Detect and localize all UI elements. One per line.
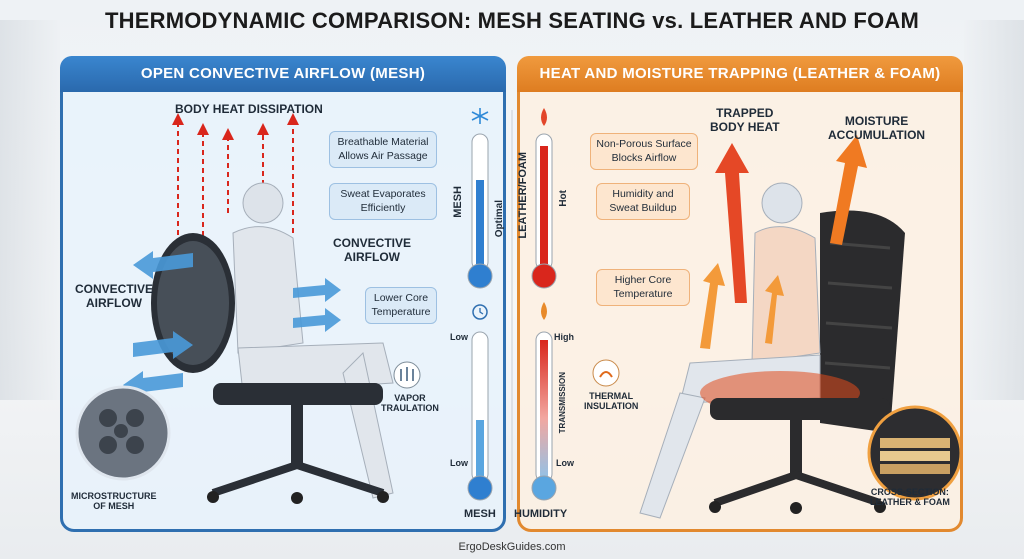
mesh-temp-label: MESH [452, 186, 464, 218]
leather-temp-label: LEATHER/FOAM [517, 152, 529, 239]
trapped-heat-label: TRAPPED BODY HEAT [710, 106, 780, 134]
mesh-panel: OPEN CONVECTIVE AIRFLOW (MESH) [60, 56, 506, 532]
mesh-panel-header: OPEN CONVECTIVE AIRFLOW (MESH) [60, 56, 506, 92]
background-window-right [964, 20, 1024, 400]
callout-higher-core: Higher Core Temperature [596, 269, 690, 307]
leather-humidity-low-label: Low [556, 458, 574, 468]
callout-breathable: Breathable Material Allows Air Passage [329, 131, 437, 169]
mesh-chair-seat [213, 383, 383, 405]
person-head [242, 182, 284, 224]
mesh-humidity-high-label: Low [450, 332, 468, 342]
callout-sweat-evaporates: Sweat Evaporates Efficiently [329, 183, 437, 221]
leather-chair-seat [710, 398, 890, 420]
leather-panel-header: HEAT AND MOISTURE TRAPPING (LEATHER & FO… [517, 56, 963, 92]
trapped-heat-arrows [700, 135, 867, 349]
gauge-graphics [467, 108, 557, 501]
mesh-thermo-fill [476, 180, 484, 270]
thermal-insulation-label: THERMAL INSULATION [584, 391, 639, 412]
leather-humidity-high-label: High [554, 332, 574, 342]
callout-humidity-buildup: Humidity and Sweat Buildup [596, 183, 690, 221]
body-heat-label: BODY HEAT DISSIPATION [175, 102, 323, 116]
background-window-left [0, 20, 60, 400]
mesh-humidity-low-label: Low [450, 458, 468, 468]
mesh-optimal-label: Optimal [494, 200, 505, 238]
leather-person-head [761, 182, 803, 224]
microstructure-label: MICROSTRUCTURE OF MESH [71, 491, 157, 512]
clock-icon [472, 304, 488, 320]
footer-site: ErgoDeskGuides.com [458, 541, 566, 553]
moisture-accumulation-label: MOISTURE ACCUMULATION [828, 114, 926, 142]
transmission-label: TRANSMISSION [558, 372, 567, 434]
page-title: THERMODYNAMIC COMPARISON: MESH SEATING v… [105, 8, 919, 33]
convective-airflow-label-right: CONVECTIVE AIRFLOW [333, 236, 412, 264]
leather-chair-back [820, 210, 905, 433]
flame-icon-2 [541, 302, 547, 320]
humidity-mesh-label: MESH [464, 508, 496, 520]
leather-hot-label: Hot [558, 190, 569, 207]
leather-illustration [592, 135, 960, 519]
mesh-illustration [75, 113, 421, 504]
snowflake-icon [471, 108, 489, 124]
callout-non-porous: Non-Porous Surface Blocks Airflow [590, 133, 698, 171]
humidity-label: HUMIDITY [514, 508, 568, 520]
leather-panel: HEAT AND MOISTURE TRAPPING (LEATHER & FO… [517, 56, 963, 532]
vapor-label: VAPOR TRAULATION [381, 393, 439, 414]
leather-thermo-fill [540, 146, 548, 270]
cross-section-label: CROSS-SECTION: LEATHER & FOAM [870, 487, 950, 508]
callout-lower-core: Lower Core Temperature [365, 287, 437, 325]
flame-icon [541, 108, 547, 126]
convective-airflow-label-left: CONVECTIVE AIRFLOW [75, 282, 154, 310]
gauge-column: MESH Optimal LEATHER/FOAM Hot Low Low Hi… [446, 100, 576, 528]
